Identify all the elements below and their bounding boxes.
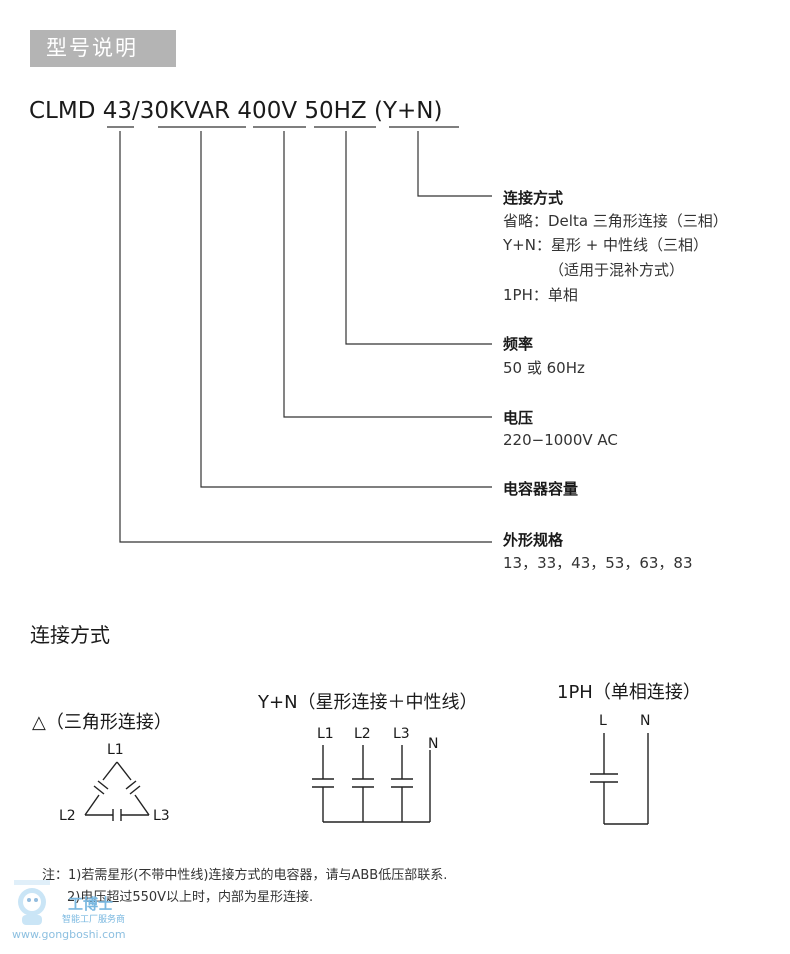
model-capacity: 30KVAR xyxy=(139,98,231,124)
delta-label-l2: L2 xyxy=(59,808,76,824)
star-title: Y+N（星形连接＋中性线） xyxy=(258,692,478,713)
single-label-l: L xyxy=(599,713,607,729)
note-2: 2)电压超过550V以上时，内部为星形连接. xyxy=(67,890,314,905)
section-header: 型号说明 xyxy=(30,30,176,67)
connection-line-1: 省略：Delta 三角形连接（三相） xyxy=(503,212,728,230)
star-label-l2: L2 xyxy=(354,726,371,742)
star-label-n: N xyxy=(428,736,439,752)
connection-title: 连接方式 xyxy=(503,189,564,207)
watermark-url: www.gongboshi.com xyxy=(12,928,126,941)
voltage-value: 220−1000V AC xyxy=(503,431,618,449)
model-prefix: CLMD xyxy=(29,98,96,124)
watermark-tagline: 智能工厂服务商 xyxy=(62,915,126,925)
frequency-title: 频率 xyxy=(503,335,534,353)
model-separator: / xyxy=(132,98,140,124)
star-label-l3: L3 xyxy=(393,726,410,742)
connection-line-3: （适用于混补方式） xyxy=(549,261,685,279)
frequency-value: 50 或 60Hz xyxy=(503,359,585,377)
delta-title: △（三角形连接） xyxy=(32,712,172,733)
star-label-l1: L1 xyxy=(317,726,334,742)
model-voltage: 400V xyxy=(237,98,298,124)
model-connection: (Y+N) xyxy=(374,98,443,124)
model-frequency: 50HZ xyxy=(304,98,367,124)
size-values: 13，33，43，53，63，83 xyxy=(503,554,693,572)
single-label-n: N xyxy=(640,713,651,729)
model-size: 43 xyxy=(102,98,133,124)
model-code: CLMD 43/30KVAR 400V 50HZ (Y+N) xyxy=(29,98,443,124)
note-1: 注：1)若需星形(不带中性线)连接方式的电容器，请与ABB低压部联系. xyxy=(42,868,448,883)
connection-line-4: 1PH：单相 xyxy=(503,286,578,304)
delta-label-l1: L1 xyxy=(107,742,124,758)
delta-label-l3: L3 xyxy=(153,808,170,824)
connections-section-title: 连接方式 xyxy=(30,623,110,647)
connection-line-2: Y+N：星形 + 中性线（三相） xyxy=(503,236,709,254)
voltage-title: 电压 xyxy=(503,409,534,427)
single-title: 1PH（单相连接） xyxy=(557,682,701,703)
watermark-brand: 工博士 xyxy=(68,895,114,913)
capacity-title: 电容器容量 xyxy=(503,480,579,498)
size-title: 外形规格 xyxy=(503,531,564,549)
